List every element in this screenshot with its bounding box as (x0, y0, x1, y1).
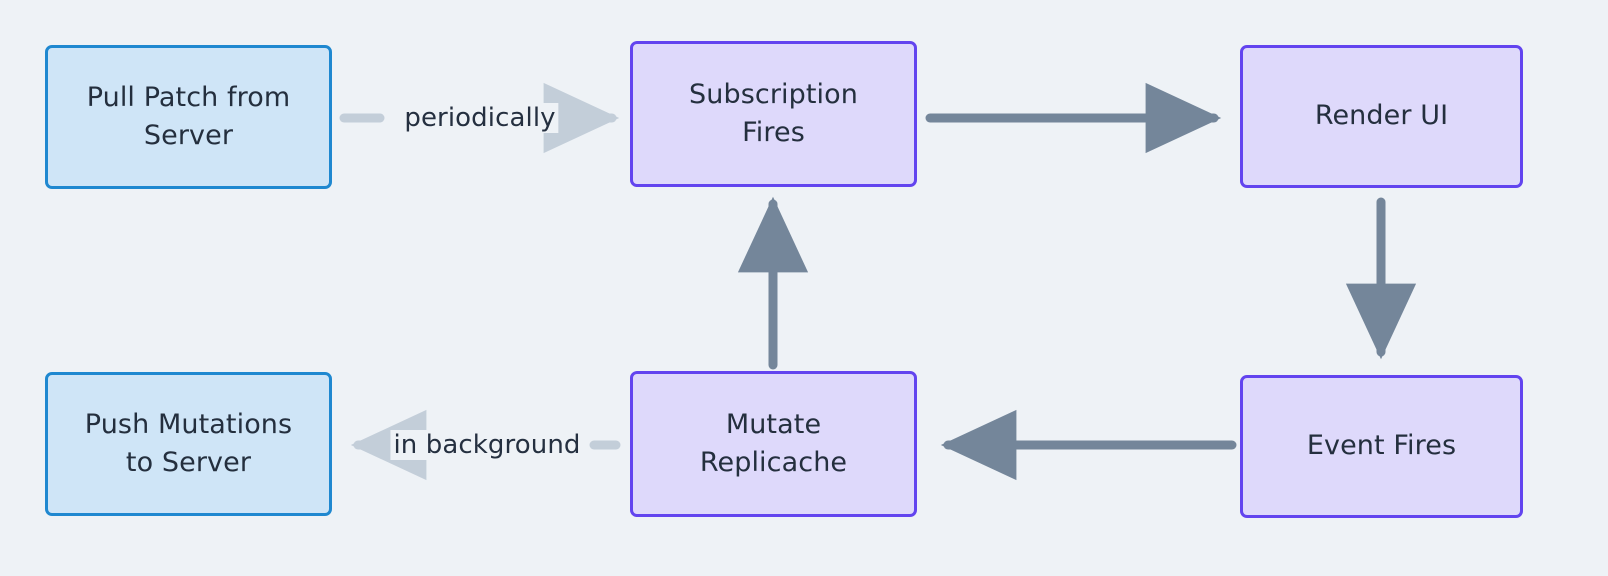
node-label: Mutate Replicache (699, 408, 848, 478)
node-label: Pull Patch from Server (86, 81, 291, 151)
node-subscription-fires[interactable]: Subscription Fires (630, 41, 917, 187)
node-pull-patch-from-server[interactable]: Pull Patch from Server (45, 45, 332, 189)
edge-label-periodically: periodically (401, 103, 559, 133)
node-mutate-replicache[interactable]: Mutate Replicache (630, 371, 917, 517)
node-render-ui[interactable]: Render UI (1240, 45, 1523, 188)
node-label: Subscription Fires (689, 78, 858, 148)
node-label: Push Mutations to Server (84, 408, 293, 478)
node-event-fires[interactable]: Event Fires (1240, 375, 1523, 518)
node-label: Event Fires (1306, 430, 1457, 462)
node-label: Render UI (1314, 100, 1449, 132)
edge-label-in-background: in background (390, 430, 584, 460)
node-push-mutations-to-server[interactable]: Push Mutations to Server (45, 372, 332, 516)
